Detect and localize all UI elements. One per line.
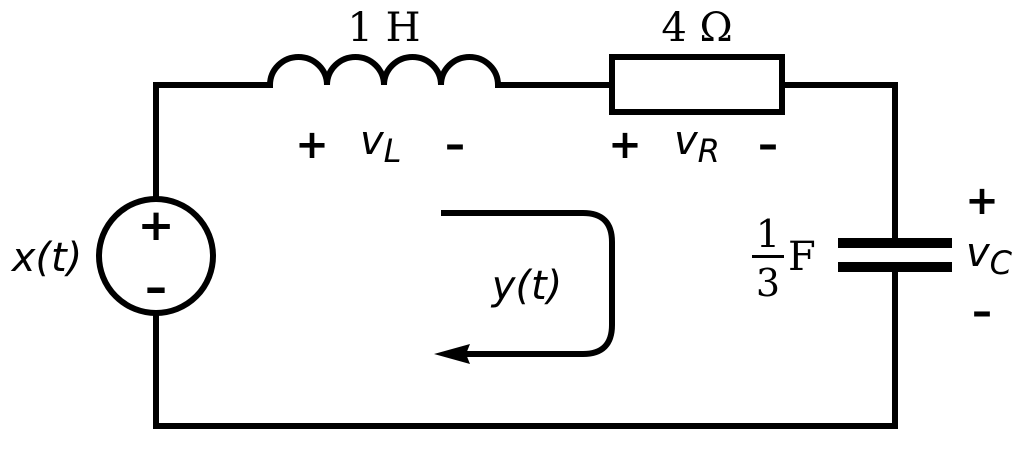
- capacitor-plate-bottom: [838, 262, 952, 272]
- capacitor-fraction-bar: [752, 255, 784, 258]
- capacitor-value-denominator: 3: [756, 261, 780, 305]
- current-loop-arrow: [441, 210, 615, 357]
- inductor-voltage-subscript: L: [384, 132, 402, 170]
- capacitor-plate-top: [838, 238, 952, 248]
- source-plus-sign: +: [138, 200, 175, 251]
- current-label: y(t): [491, 263, 563, 309]
- source-minus-sign: –: [145, 262, 167, 313]
- capacitor-voltage-subscript: C: [990, 244, 1013, 282]
- resistor-voltage-symbol: v: [674, 118, 699, 164]
- capacitor-voltage-symbol: v: [966, 230, 991, 276]
- wire-left-top: [153, 82, 273, 200]
- resistor-voltage-label: vR: [674, 118, 720, 170]
- current-arrowhead: [434, 344, 470, 364]
- inductor-coil: [267, 54, 501, 86]
- source-label: x(t): [10, 235, 83, 281]
- inductor-voltage-minus: –: [445, 122, 465, 168]
- inductor-value-label: 1 H: [347, 5, 420, 51]
- resistor-voltage-plus: +: [608, 122, 642, 168]
- resistor-body: [609, 54, 785, 115]
- inductor-voltage-symbol: v: [360, 118, 385, 164]
- capacitor-voltage-minus: –: [972, 289, 992, 335]
- capacitor-value-unit: F: [788, 234, 816, 280]
- wire-right-bottom: [153, 265, 898, 429]
- inductor-voltage-label: vL: [360, 118, 402, 170]
- capacitor-voltage-label: vC: [966, 230, 1013, 282]
- capacitor-value-numerator: 1: [756, 212, 780, 256]
- inductor-voltage-plus: +: [295, 122, 329, 168]
- wire-right-top: [779, 82, 898, 244]
- resistor-voltage-subscript: R: [698, 132, 720, 170]
- capacitor-voltage-plus: +: [965, 178, 999, 224]
- resistor-value-label: 4 Ω: [661, 5, 732, 51]
- voltage-source-circle: [96, 196, 216, 316]
- resistor-voltage-minus: –: [758, 122, 778, 168]
